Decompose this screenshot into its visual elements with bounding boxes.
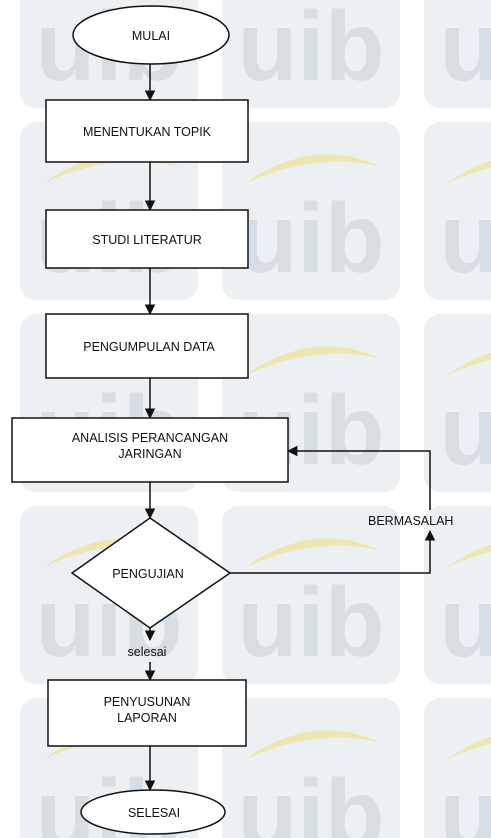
watermark-tile: uib — [424, 0, 491, 108]
watermark-logo-text: uib — [238, 183, 385, 293]
watermark-tile-bg — [424, 314, 491, 492]
decision-pengujian — [70, 517, 232, 629]
watermark-tile-bg — [222, 0, 400, 108]
decision-label: PENGUJIAN — [112, 567, 184, 581]
laporan-label-line2: LAPORAN — [117, 711, 177, 725]
watermark-tile: uib — [222, 122, 400, 300]
process-menentukan-topik — [45, 99, 249, 163]
watermark-tile-bg — [222, 698, 400, 838]
watermark-tile: uib — [222, 0, 400, 108]
topik-label: MENENTUKAN TOPIK — [83, 125, 212, 139]
analisis-label-line2: JARINGAN — [118, 447, 181, 461]
watermark-arc — [244, 154, 380, 184]
analisis-label-line1: ANALISIS PERANCANGAN — [72, 431, 228, 445]
watermark-tile: uib — [424, 506, 491, 684]
watermark-tile-bg — [424, 698, 491, 838]
watermark-arc — [446, 160, 491, 184]
watermark-tile: uib — [222, 506, 400, 684]
process-studi-literatur — [45, 209, 249, 269]
watermark-arc — [244, 346, 380, 376]
watermark-arc — [446, 352, 491, 376]
arrow-bermasalah-to-analisis — [286, 445, 431, 510]
watermark-arc — [244, 730, 380, 760]
watermark-logo-text: uib — [238, 567, 385, 677]
watermark-tile-bg — [424, 0, 491, 108]
watermark-logo-text: uib — [238, 759, 385, 838]
connectors — [144, 64, 436, 792]
watermark-tile: uib — [424, 314, 491, 492]
watermark-arc — [446, 736, 491, 760]
watermark-tile: uib — [222, 698, 400, 838]
watermark-logo-text: uib — [440, 567, 491, 677]
watermark-logo-text: uib — [440, 759, 491, 838]
watermark-logo-text: uib — [440, 183, 491, 293]
watermark-tile: uib — [424, 122, 491, 300]
watermark-arc — [244, 538, 380, 568]
process-pengumpulan-data — [45, 313, 249, 379]
watermark-tile-bg — [222, 506, 400, 684]
watermark-tile: uib — [424, 698, 491, 838]
process-penyusunan-laporan — [47, 679, 247, 747]
watermark-tile-bg — [222, 122, 400, 300]
process-analisis-perancangan-jaringan — [11, 417, 289, 483]
start-terminator — [72, 5, 230, 65]
arrow-pengujian-to-bermasalah — [230, 529, 436, 574]
laporan-label-line1: PENYUSUNAN — [104, 695, 191, 709]
end-terminator — [80, 789, 226, 835]
watermark-logo-text: uib — [440, 375, 491, 485]
selesai-branch-label: selesai — [128, 645, 167, 659]
watermark-logo-text: uib — [238, 0, 385, 101]
bermasalah-branch-label: BERMASALAH — [368, 514, 453, 528]
watermark-arc — [446, 544, 491, 568]
start-label: MULAI — [132, 29, 170, 43]
literatur-label: STUDI LITERATUR — [92, 233, 202, 247]
watermark-logo-text: uib — [440, 0, 491, 101]
watermark-tile-bg — [424, 122, 491, 300]
end-label: SELESAI — [128, 806, 180, 820]
data-label: PENGUMPULAN DATA — [83, 340, 215, 354]
watermark-tile-bg — [424, 506, 491, 684]
